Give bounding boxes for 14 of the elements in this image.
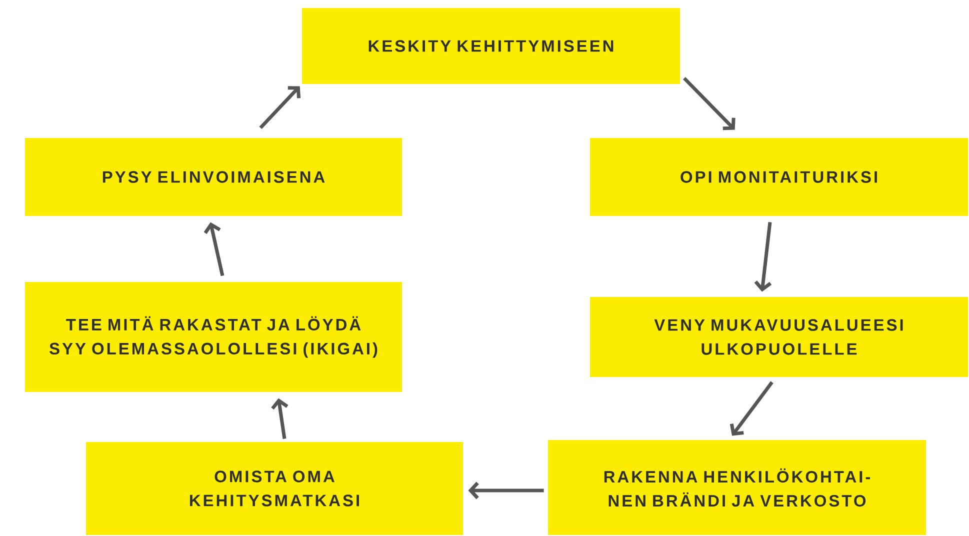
step-box: RAKENNA HENKILÖKOHTAI- NEN BRÄNDI JA VERKOSTO — [548, 440, 926, 535]
step-box: OPI MONITAITURIKSI — [590, 138, 968, 216]
arrow — [730, 381, 774, 436]
step-box: OMISTA OMA KEHITYSMATKASI — [86, 442, 463, 535]
step-box: TEE MITÄ RAKASTAT JA LÖYDÄ SYY OLEMASSAOLOLLESI (IKIGAI) — [25, 282, 402, 392]
step-box: PYSY ELINVOIMAISENA — [25, 138, 402, 216]
arrow — [271, 398, 288, 440]
arrow — [754, 222, 772, 292]
step-box: VENY MUKAVUUSALUEESI ULKOPUOLELLE — [590, 297, 968, 377]
arrow — [204, 222, 224, 276]
arrow — [682, 76, 736, 130]
arrow — [259, 86, 301, 129]
arrow — [468, 482, 544, 500]
step-box: KESKITY KEHITTYMISEEN — [302, 8, 680, 84]
